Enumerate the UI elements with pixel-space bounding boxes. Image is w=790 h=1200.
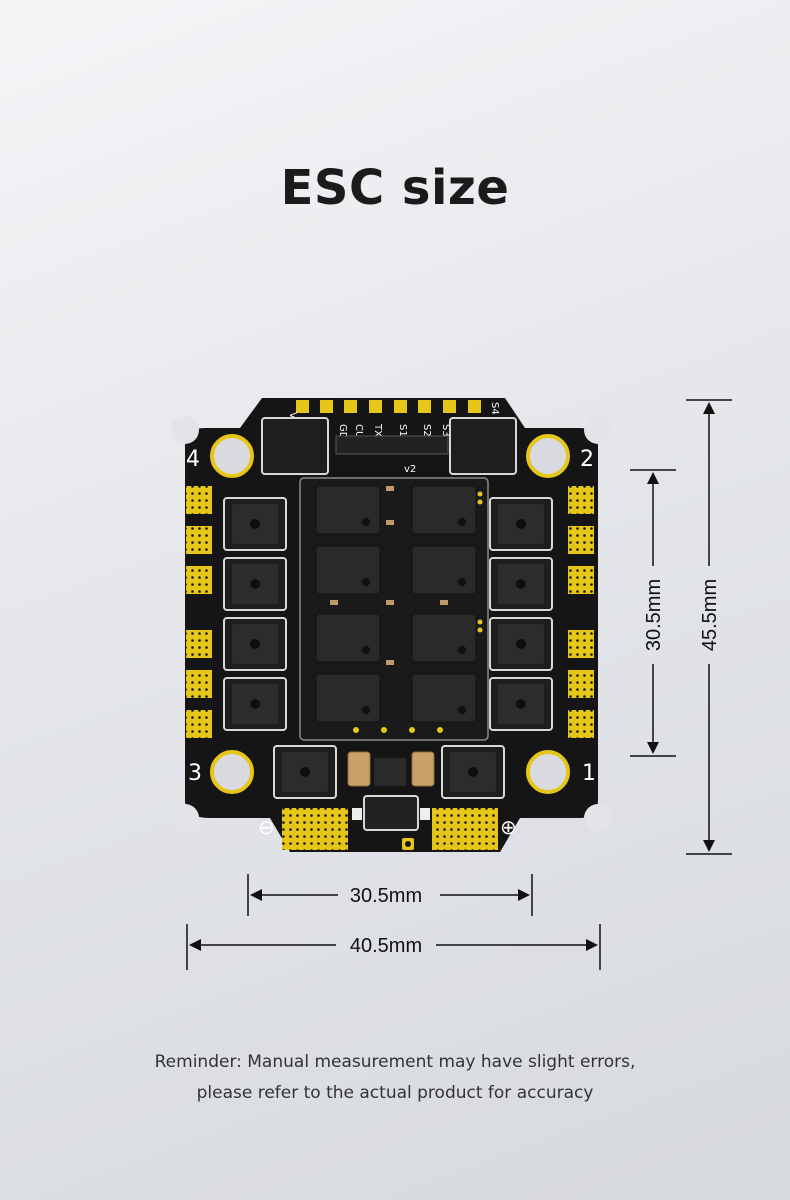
capacitor-left bbox=[347, 751, 371, 787]
corner-label-2: 2 bbox=[580, 447, 594, 472]
version-label: v2 bbox=[404, 464, 416, 475]
minus-symbol: ⊖ bbox=[258, 815, 275, 839]
dimension-height-mount bbox=[630, 469, 676, 757]
mcu-area bbox=[299, 477, 489, 741]
corner-label-1: 1 bbox=[582, 761, 596, 786]
motor-pads-right bbox=[568, 486, 594, 738]
dimension-width-total bbox=[186, 924, 601, 970]
reminder-line-2: please refer to the actual product for a… bbox=[196, 1083, 594, 1103]
height-mount-label: 30.5mm bbox=[643, 579, 665, 651]
bottom-right-mosfet bbox=[441, 745, 505, 799]
signal-connector bbox=[335, 435, 449, 455]
pad-label-cu: CU bbox=[353, 424, 364, 438]
corner-label-4: 4 bbox=[186, 447, 200, 472]
top-right-regulator bbox=[449, 417, 517, 475]
top-left-regulator bbox=[261, 417, 329, 475]
bottom-diode bbox=[363, 795, 419, 831]
pad-label-tx: TX bbox=[372, 423, 383, 437]
height-total-label: 45.5mm bbox=[699, 579, 721, 651]
pad-label-s4: S4 bbox=[489, 402, 500, 415]
pad-label-gd: GD bbox=[337, 424, 348, 440]
corner-label-3: 3 bbox=[188, 761, 202, 786]
pad-label-s1: S1 bbox=[397, 424, 408, 437]
pad-label-s3: S3 bbox=[440, 424, 451, 437]
capacitor-right bbox=[411, 751, 435, 787]
battery-pad-negative bbox=[282, 808, 348, 850]
signal-pads bbox=[296, 400, 481, 413]
pad-label-s2: S2 bbox=[421, 424, 432, 437]
bottom-ic bbox=[374, 758, 406, 786]
page-title: ESC size bbox=[280, 160, 510, 216]
dimension-width-mount bbox=[247, 874, 533, 916]
width-total-label: 40.5mm bbox=[350, 935, 422, 957]
motor-pads-left bbox=[186, 486, 212, 738]
dimension-height-total bbox=[686, 399, 732, 855]
width-mount-label: 30.5mm bbox=[350, 885, 422, 907]
plus-symbol: ⊕ bbox=[500, 815, 517, 839]
battery-pad-positive bbox=[432, 808, 498, 850]
mounting-holes bbox=[210, 434, 570, 794]
reminder-line-1: Reminder: Manual measurement may have sl… bbox=[154, 1052, 636, 1072]
bottom-left-mosfet bbox=[273, 745, 337, 799]
